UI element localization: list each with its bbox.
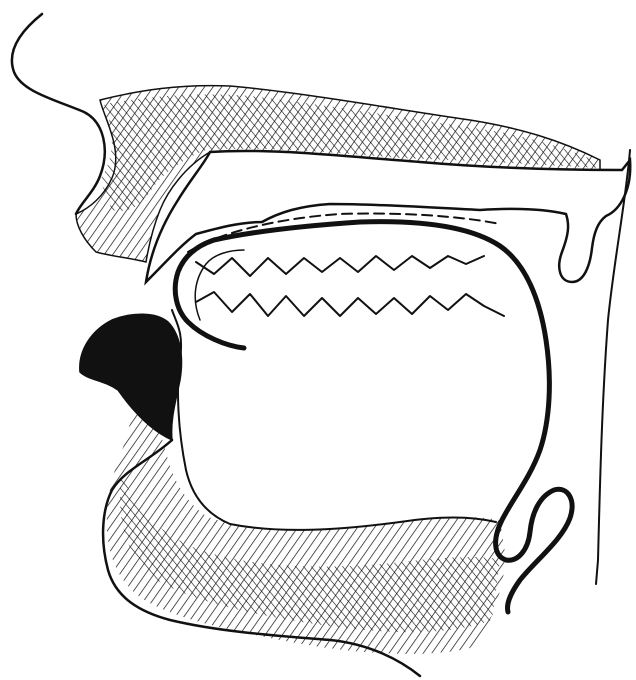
upper-teeth-zigzag	[196, 256, 484, 276]
lower-teeth-zigzag	[196, 292, 504, 316]
upper-palate-band	[146, 151, 630, 282]
tongue-inner-line	[195, 250, 244, 320]
nose-profile-outline	[12, 14, 105, 214]
